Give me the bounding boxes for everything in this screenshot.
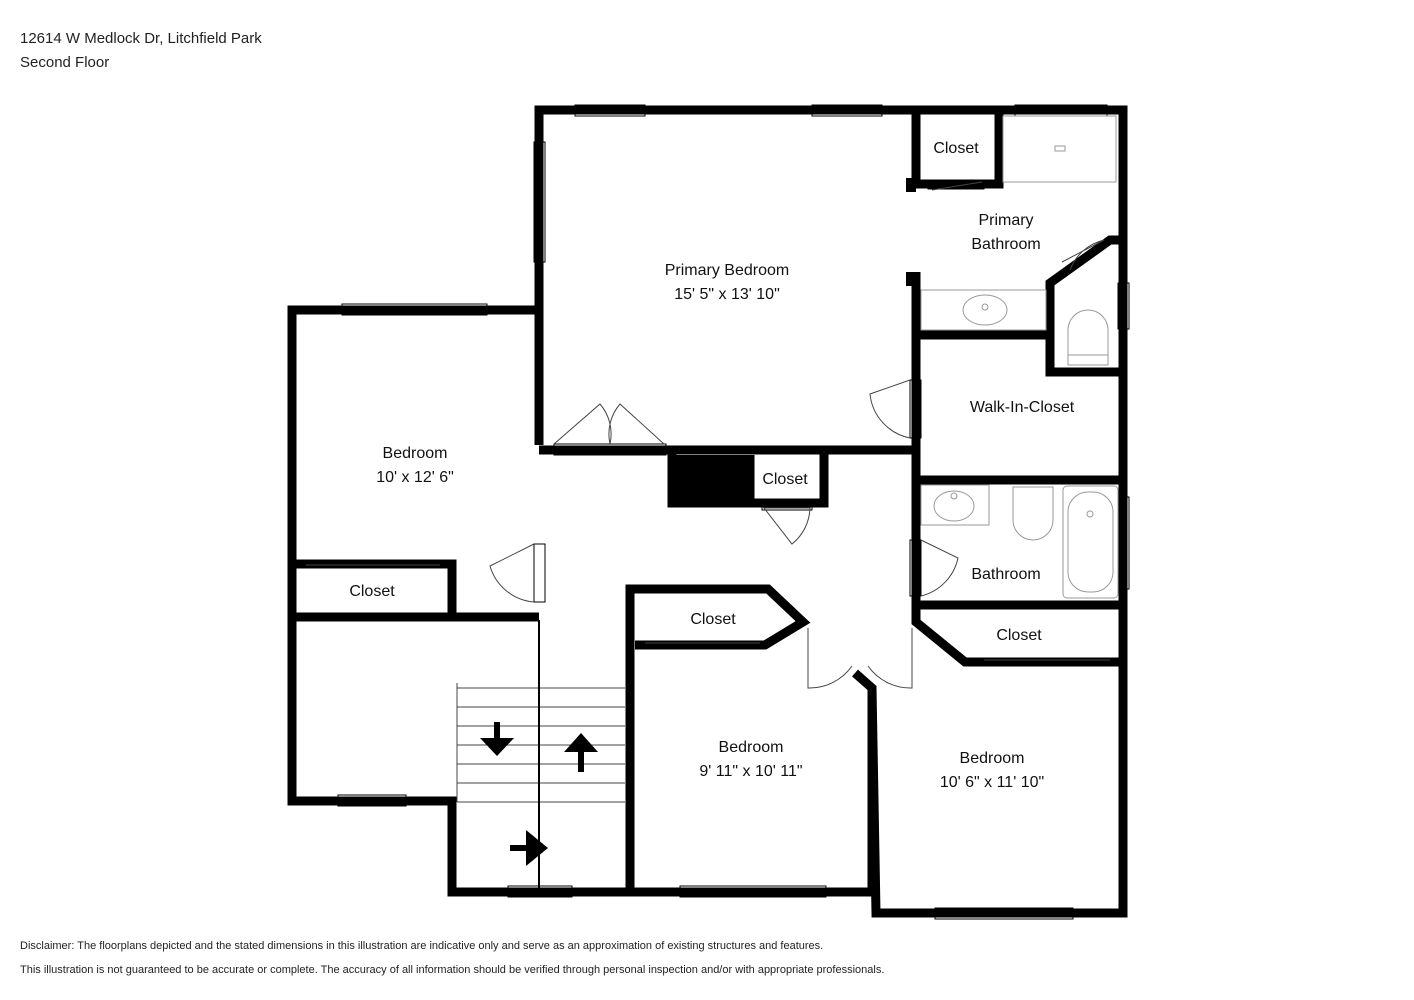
stair-arrows	[480, 722, 598, 866]
disclaimer-line-1: Disclaimer: The floorplans depicted and …	[20, 940, 824, 952]
disclaimer-line-2: This illustration is not guaranteed to b…	[20, 964, 885, 976]
bathroom-label: Bathroom	[971, 566, 1040, 583]
chimney-block	[676, 455, 746, 499]
bedroom-middle-dims: 9' 11" x 10' 11"	[699, 763, 802, 780]
bedroom-left-label: Bedroom	[383, 445, 448, 462]
floor-title: Second Floor	[20, 54, 110, 71]
primary-bathroom-label-line1: Primary	[978, 212, 1033, 229]
bedroom-middle-closet-label: Closet	[690, 611, 736, 628]
bedroom-right-label: Bedroom	[960, 750, 1025, 767]
walk-in-closet-label: Walk-In-Closet	[970, 399, 1075, 416]
fixtures	[920, 115, 1119, 599]
primary-bath-closet-label: Closet	[933, 140, 979, 157]
hall-closet-label: Closet	[762, 471, 808, 488]
walls	[287, 105, 1128, 918]
bedroom-right-closet-label: Closet	[996, 627, 1042, 644]
bedroom-middle-label: Bedroom	[719, 739, 784, 756]
door-swings	[306, 181, 1110, 689]
bedroom-left-dims: 10' x 12' 6"	[376, 469, 454, 486]
address-title: 12614 W Medlock Dr, Litchfield Park	[20, 30, 262, 47]
bedroom-left-closet-label: Closet	[349, 583, 395, 600]
primary-bedroom-dims: 15' 5" x 13' 10"	[674, 286, 780, 303]
bedroom-right-dims: 10' 6" x 11' 10"	[940, 774, 1044, 791]
primary-bathroom-label-line2: Bathroom	[971, 236, 1040, 253]
primary-bedroom-label: Primary Bedroom	[665, 262, 789, 279]
